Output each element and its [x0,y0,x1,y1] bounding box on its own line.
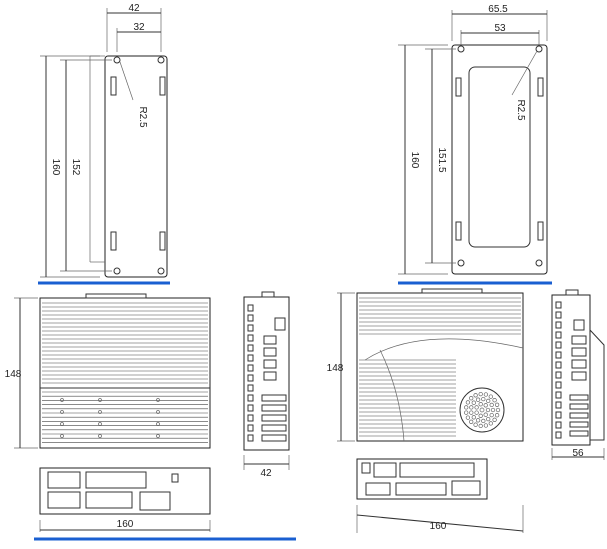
mount-hole [535,45,543,53]
bracket-narrow-view: 42 32 160 152 R2.5 [38,3,170,285]
dim-width: 160 [430,521,447,532]
dim-radius: R2.5 [515,99,526,121]
dim-width: 160 [117,519,134,530]
drive-small-front-view: 148 [5,293,211,449]
mount-hole [157,267,165,275]
dim-height-hole: 151.5 [436,147,447,172]
bracket-wide-view: 65.5 53 160 151.5 R2.5 [398,4,552,285]
mount-hole [535,259,543,267]
dim-width-hole: 32 [133,22,145,33]
dim-width-hole: 53 [494,23,506,34]
dim-height-hole: 152 [70,159,81,176]
mount-hole [457,259,465,267]
drive-large-bottom-view: 160 [356,458,524,533]
drive-large-front-view: 148 [327,288,524,442]
dim-width-outer: 65.5 [488,4,508,15]
mount-hole [113,267,121,275]
dim-height: 148 [327,363,344,374]
dim-width-outer: 42 [128,3,140,14]
mount-hole [457,45,465,53]
mount-hole [157,56,165,64]
dim-depth: 42 [260,468,272,479]
dim-height-outer: 160 [50,159,61,176]
mount-hole [113,56,121,64]
drive-small-bottom-view: 160 [34,467,296,541]
dim-height-outer: 160 [409,152,420,169]
dim-height: 148 [5,369,22,380]
drive-small-side-view: 42 [243,291,290,479]
fan-icon [459,387,505,433]
drive-large-side-view: 56 [551,289,605,460]
dim-depth: 56 [572,448,584,459]
dim-radius: R2.5 [137,106,148,128]
